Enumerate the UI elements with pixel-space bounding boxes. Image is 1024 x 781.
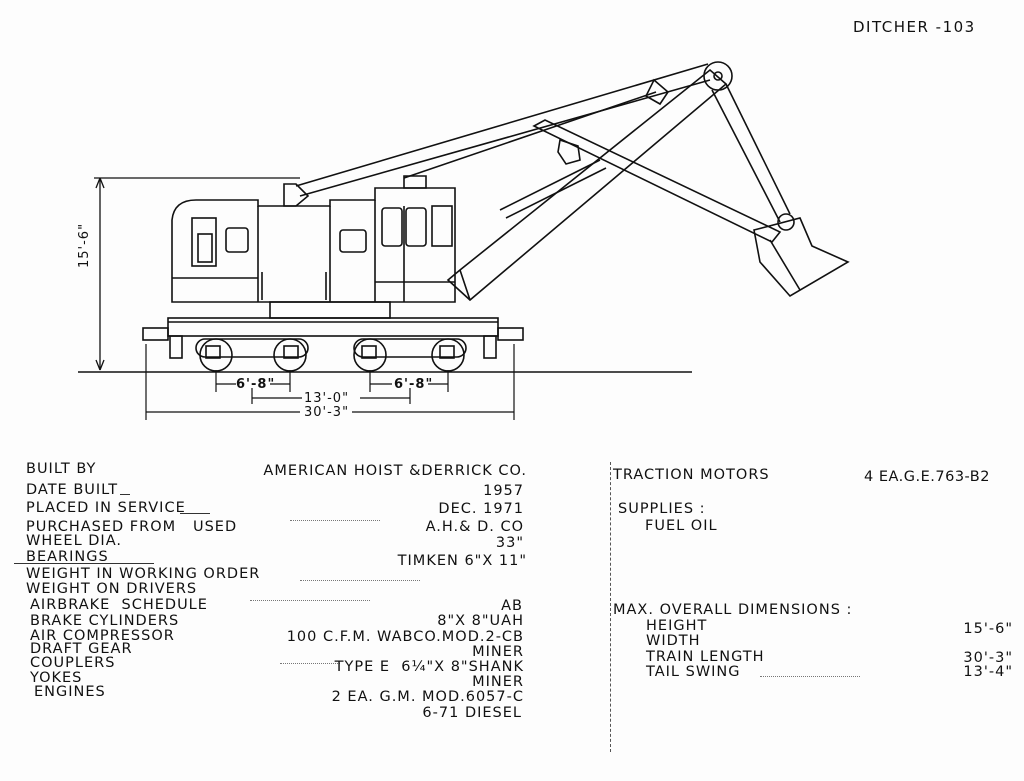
axle-spacing-right-label: 6'-8"	[394, 377, 434, 392]
ditcher-elevation-drawing	[78, 61, 850, 420]
height-dimension-label: 15'-6"	[77, 222, 92, 268]
wheel-dia-value: 33"	[495, 535, 524, 551]
spec-label: PURCHASED FROM USED	[26, 519, 238, 535]
coupler-right	[497, 327, 524, 341]
spec-label: BUILT BY	[26, 461, 97, 477]
column-divider	[610, 462, 611, 752]
dotted-leader	[760, 676, 860, 677]
built-by-value: AMERICAN HOIST &DERRICK CO.	[263, 463, 527, 479]
traction-motors-label: TRACTION MOTORS	[613, 467, 770, 483]
spec-label: DATE BUILT	[26, 482, 119, 498]
tail-swing-value: 13'-4"	[963, 664, 1013, 680]
supplies-label: SUPPLIES :	[618, 501, 706, 517]
spec-label: PLACED IN SERVICE	[26, 500, 186, 516]
boom-sheave	[703, 61, 733, 91]
traction-motors-value: 4 EA.G.E.763-B2	[864, 469, 990, 485]
page-title: DITCHER -103	[853, 18, 976, 36]
airbrake-schedule-value: AB	[501, 598, 523, 614]
spec-label: BRAKE CYLINDERS	[30, 613, 180, 629]
coupler-left	[142, 327, 169, 341]
length-dimensions	[145, 344, 515, 420]
spec-label: AIRBRAKE SCHEDULE	[30, 597, 208, 613]
fuel-oil-label: FUEL OIL	[645, 518, 718, 534]
engines-value-line2: 6-71 DIESEL	[422, 705, 522, 721]
yokes-value: MINER	[472, 674, 524, 690]
brake-cylinders-value: 8"X 8"UAH	[437, 613, 524, 629]
spec-label: COUPLERS	[30, 655, 116, 671]
spec-label: YOKES	[30, 670, 83, 686]
spec-label: WEIGHT ON DRIVERS	[26, 581, 198, 597]
bearings-underline	[14, 563, 154, 564]
spec-label: AIR COMPRESSOR	[30, 628, 175, 644]
couplers-value: TYPE E 6¼"X 8"SHANK	[334, 659, 524, 675]
dotted-leader	[250, 600, 370, 601]
bearings-value: TIMKEN 6"X 11"	[397, 553, 527, 569]
draft-gear-value: MINER	[472, 644, 524, 660]
height-value: 15'-6"	[963, 621, 1013, 637]
max-dimensions-label: MAX. OVERALL DIMENSIONS :	[613, 602, 853, 618]
spec-label: ENGINES	[34, 684, 106, 700]
dotted-leader	[290, 520, 380, 521]
spec-label: WHEEL DIA.	[26, 533, 122, 549]
axle-spacing-left-label: 6'-8"	[236, 377, 276, 392]
purchased-from-value: A.H.& D. CO	[425, 519, 524, 535]
dipper-stick	[532, 119, 782, 243]
train-length-value: 30'-3"	[963, 650, 1013, 666]
overall-length-label: 30'-3"	[304, 405, 350, 420]
air-compressor-value: 100 C.F.M. WABCO.MOD.2-CB	[286, 629, 524, 645]
dotted-leader	[280, 663, 340, 664]
spec-label: DRAFT GEAR	[30, 641, 133, 657]
height-label: HEIGHT	[646, 618, 708, 634]
cab-body	[171, 187, 456, 303]
placed-in-service-value: DEC. 1971	[438, 501, 524, 517]
truck-left	[195, 338, 309, 372]
truck-centers-label: 13'-0"	[304, 391, 350, 406]
date-built-value: 1957	[483, 483, 524, 499]
placed-in-service-underline	[180, 513, 210, 514]
height-dimension	[94, 177, 300, 371]
engines-value-line1: 2 EA. G.M. MOD.6057-C	[331, 689, 524, 705]
spec-label: BEARINGS	[26, 549, 109, 565]
tail-swing-label: TAIL SWING	[646, 664, 741, 680]
spec-label: WEIGHT IN WORKING ORDER	[26, 566, 261, 582]
width-label: WIDTH	[646, 633, 701, 649]
truck-right	[353, 338, 467, 372]
train-length-label: TRAIN LENGTH	[646, 649, 765, 665]
date-built-underline	[120, 494, 130, 495]
car-platform	[167, 317, 499, 337]
dipper-bucket	[753, 217, 850, 298]
dotted-leader	[300, 580, 420, 581]
boom	[446, 68, 728, 302]
